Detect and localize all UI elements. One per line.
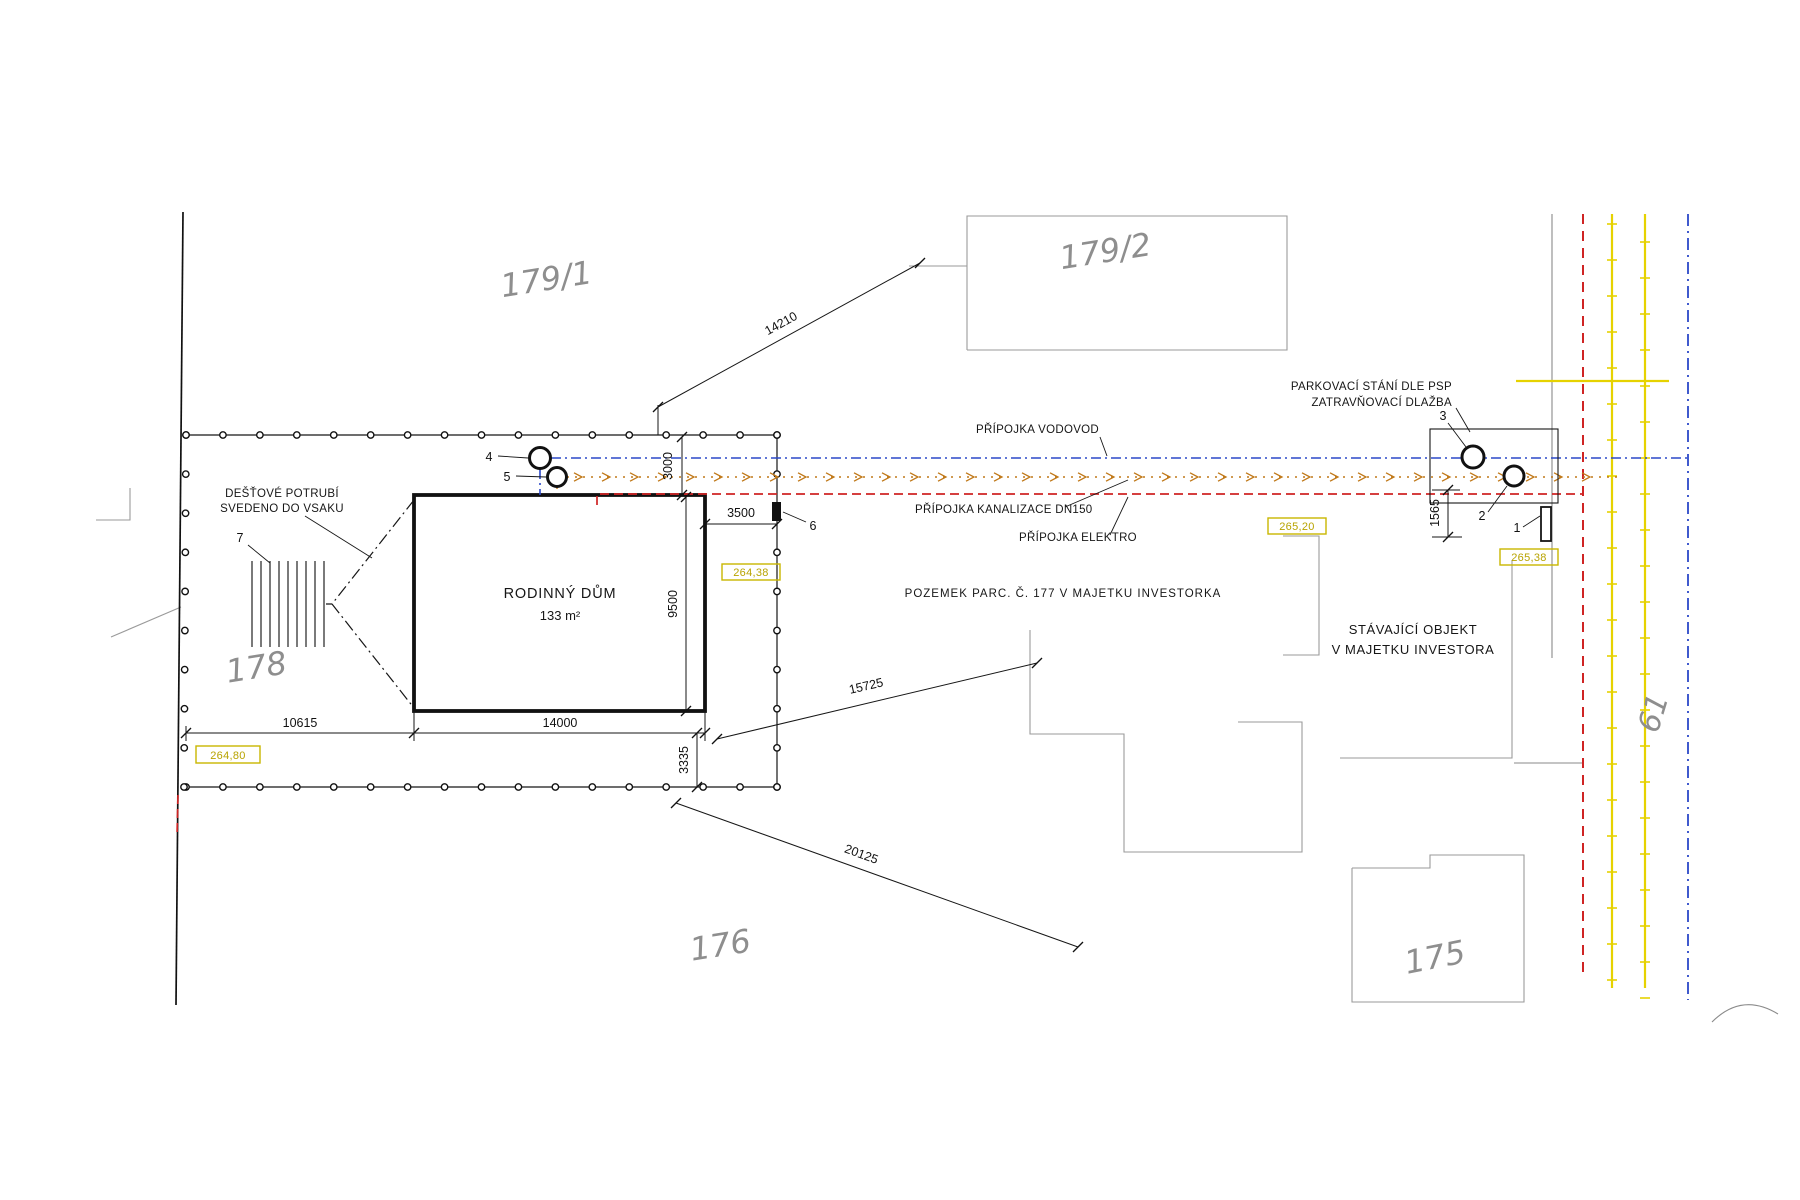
west-boundary-red-mark xyxy=(176,794,179,837)
electric-label: PŘÍPOJKA ELEKTRO xyxy=(1019,531,1137,544)
house: RODINNÝ DŮM 133 m² xyxy=(412,493,707,713)
dim-3500: 3500 xyxy=(727,506,755,520)
point-4-number: 4 xyxy=(486,450,493,464)
point-5-shaft xyxy=(546,466,568,488)
electric-label-leader xyxy=(1109,496,1129,536)
sewer-label: PŘÍPOJKA KANALIZACE DN150 xyxy=(915,503,1093,516)
parcel-176: 176 xyxy=(687,922,753,969)
numbered-points: 4 5 6 7 3 2 1 xyxy=(237,409,1541,564)
parking-outline xyxy=(1429,428,1559,504)
pen-squiggle xyxy=(1711,1004,1779,1023)
point-1-number: 1 xyxy=(1514,521,1521,535)
building-175-outline xyxy=(1351,854,1525,1003)
west-boundary-line xyxy=(175,211,184,1006)
parcel-179-2: 179/2 xyxy=(1057,225,1154,277)
existing-object-outline xyxy=(1283,535,1513,759)
elevation-value-4: 265,38 xyxy=(1511,552,1546,564)
water-connection-line xyxy=(539,457,1688,495)
elevation-value-3: 265,20 xyxy=(1279,521,1314,533)
point-7-number: 7 xyxy=(237,531,244,545)
parcel-179-1: 179/1 xyxy=(498,253,595,305)
rain-note-leader xyxy=(304,515,373,559)
point-6-number: 6 xyxy=(810,519,817,533)
notes: POZEMEK PARC. Č. 177 V MAJETKU INVESTORK… xyxy=(905,587,1495,657)
dim-9500: 9500 xyxy=(666,590,680,618)
dim-3000: 3000 xyxy=(661,452,675,480)
parcel-61: 61 xyxy=(1632,690,1677,737)
point-4-shaft xyxy=(528,446,552,470)
parcel-177-note: POZEMEK PARC. Č. 177 V MAJETKU INVESTORK… xyxy=(905,587,1222,600)
soakaway-hatch xyxy=(251,561,325,647)
dimensions: 14210 3000 3500 9500 10615 14000 3335 15… xyxy=(180,257,1462,953)
house-title: RODINNÝ DŮM xyxy=(504,584,617,602)
dim-14210: 14210 xyxy=(762,309,799,338)
point-3-shaft xyxy=(1460,444,1486,470)
point-2-number: 2 xyxy=(1479,509,1486,523)
house-outline xyxy=(412,493,707,713)
road-yellow-ticks xyxy=(1607,223,1650,999)
elevation-box-3 xyxy=(1267,517,1327,535)
soakaway: DEŠŤOVÉ POTRUBÍ SVEDENO DO VSAKU xyxy=(220,487,415,709)
point-6-box xyxy=(772,502,781,521)
elevation-box-1 xyxy=(195,745,261,764)
dim-1565: 1565 xyxy=(1428,499,1442,527)
dim-10615: 10615 xyxy=(283,716,318,730)
fence-posts xyxy=(180,431,781,791)
dim-3335: 3335 xyxy=(677,746,691,774)
parking-stand: PARKOVACÍ STÁNÍ DLE PSP ZATRAVŇOVACÍ DLA… xyxy=(1291,380,1559,542)
dim-20125: 20125 xyxy=(843,842,880,867)
rain-pipe-funnel xyxy=(326,499,415,709)
dim-14000: 14000 xyxy=(543,716,578,730)
parking-label-line2: ZATRAVŇOVACÍ DLAŽBA xyxy=(1311,396,1452,409)
building-center-outline xyxy=(1029,630,1303,853)
elevation-markers: 264,80 264,38 265,20 265,38 xyxy=(195,517,1559,764)
plot-boundary xyxy=(180,431,781,791)
water-label-leader xyxy=(1099,436,1108,457)
parcel-178: 178 xyxy=(223,644,289,691)
elevation-value-1: 264,80 xyxy=(210,750,245,762)
dim-15725: 15725 xyxy=(848,675,885,696)
background-buildings xyxy=(96,214,1779,1023)
parking-label-leader xyxy=(1455,407,1471,433)
point-5-number: 5 xyxy=(504,470,511,484)
dimension-lines xyxy=(185,262,1462,948)
utilities: PŘÍPOJKA VODOVOD PŘÍPOJKA KANALIZACE DN1… xyxy=(539,423,1688,544)
point-leaders xyxy=(247,422,1541,564)
building-179-2-outline xyxy=(909,215,1288,351)
road-lines xyxy=(1516,214,1689,1000)
existing-object-line1: STÁVAJÍCÍ OBJEKT xyxy=(1349,622,1478,637)
house-area: 133 m² xyxy=(540,608,581,623)
point-1-box xyxy=(1540,506,1552,542)
elevation-value-2: 264,38 xyxy=(733,567,768,579)
dimension-ticks xyxy=(180,257,1454,953)
point-2-shaft xyxy=(1502,464,1526,488)
water-label: PŘÍPOJKA VODOVOD xyxy=(976,423,1099,436)
parcel-numbers: 179/1 179/2 178 176 175 61 xyxy=(223,225,1676,982)
rain-note-line1: DEŠŤOVÉ POTRUBÍ xyxy=(225,487,339,500)
west-boundary xyxy=(175,211,184,1006)
left-edge-fragments xyxy=(96,488,182,638)
elevation-box-4 xyxy=(1499,548,1559,566)
road-edge-line xyxy=(1514,214,1583,764)
parcel-175: 175 xyxy=(1401,933,1468,982)
parking-label-line1: PARKOVACÍ STÁNÍ DLE PSP xyxy=(1291,380,1452,393)
electric-connection-line xyxy=(596,493,1583,505)
existing-object-line2: V MAJETKU INVESTORA xyxy=(1332,642,1495,657)
point-3-number: 3 xyxy=(1440,409,1447,423)
sewer-label-leader xyxy=(1064,479,1129,508)
sewer-connection-line xyxy=(556,476,1618,495)
rain-note-line2: SVEDENO DO VSAKU xyxy=(220,503,344,515)
sewer-flow-arrows xyxy=(573,472,1592,482)
elevation-box-2 xyxy=(721,563,781,581)
